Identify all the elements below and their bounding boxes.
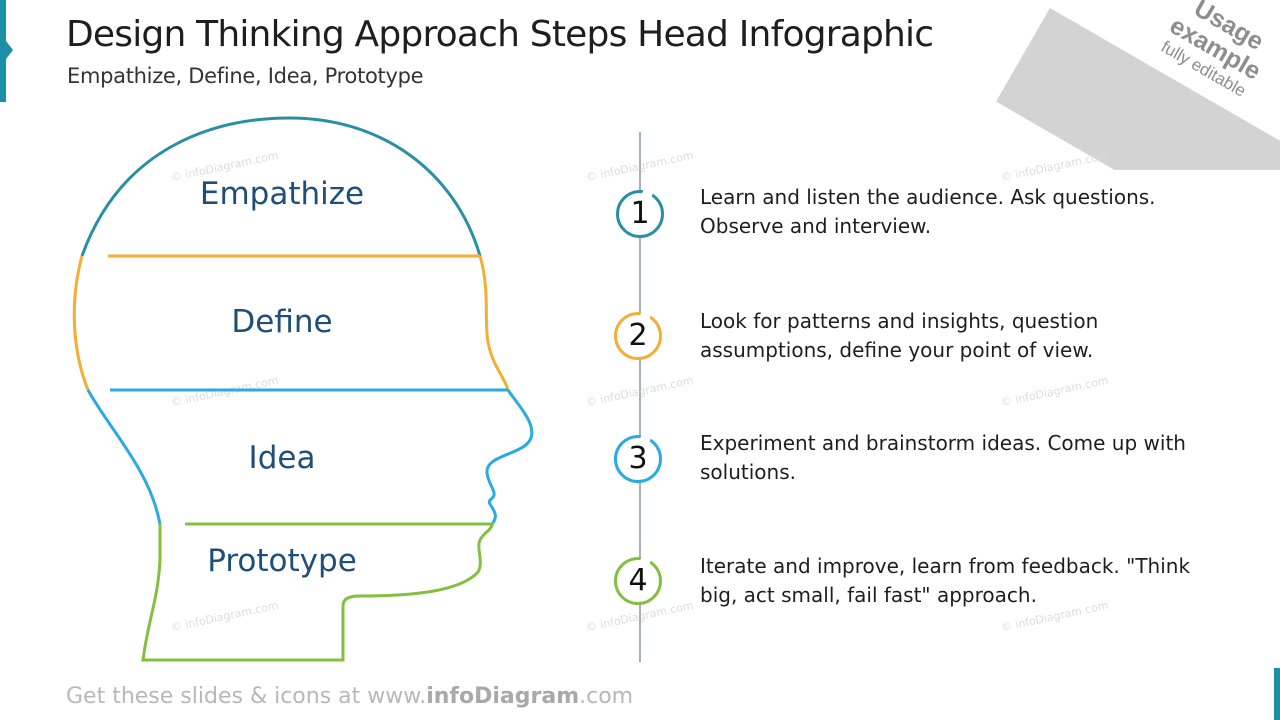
head-label-define: Define (231, 304, 333, 340)
step-number-circle: 2 (614, 308, 662, 360)
step-number-circle: 4 (614, 553, 662, 605)
left-accent-arrow (6, 41, 13, 59)
head-label-idea: Idea (248, 440, 316, 476)
step-number: 4 (628, 563, 648, 598)
footer-suffix: .com (579, 684, 634, 709)
footer-prefix: Get these slides & icons at www. (66, 684, 427, 709)
slide-subtitle: Empathize, Define, Idea, Prototype (67, 64, 424, 88)
step-number: 1 (630, 196, 650, 231)
head-define-left (72, 255, 90, 391)
left-accent-bar (0, 0, 6, 102)
head-empathize-arc (80, 116, 482, 257)
head-prototype-outline (141, 523, 494, 662)
footer-promo: Get these slides & icons at www.infoDiag… (66, 684, 633, 709)
step-number-circle: 1 (616, 186, 664, 238)
step-description: Look for patterns and insights, question… (700, 309, 1099, 362)
step-number: 3 (628, 441, 648, 476)
head-define-right (478, 255, 510, 391)
step-number: 2 (628, 318, 648, 353)
step-number-circle: 3 (614, 431, 662, 483)
slide-title: Design Thinking Approach Steps Head Info… (66, 14, 934, 55)
step-description: Iterate and improve, learn from feedback… (700, 554, 1191, 607)
step-description: Learn and listen the audience. Ask quest… (700, 185, 1156, 238)
right-accent-bar (1274, 668, 1280, 720)
step-description: Experiment and brainstorm ideas. Come up… (700, 431, 1186, 484)
head-label-empathize: Empathize (199, 176, 365, 212)
head-idea-right (485, 389, 534, 525)
head-label-prototype: Prototype (207, 543, 357, 579)
head-idea-left (86, 389, 162, 525)
steps-timeline (639, 132, 641, 662)
footer-brand: infoDiagram (426, 684, 580, 709)
